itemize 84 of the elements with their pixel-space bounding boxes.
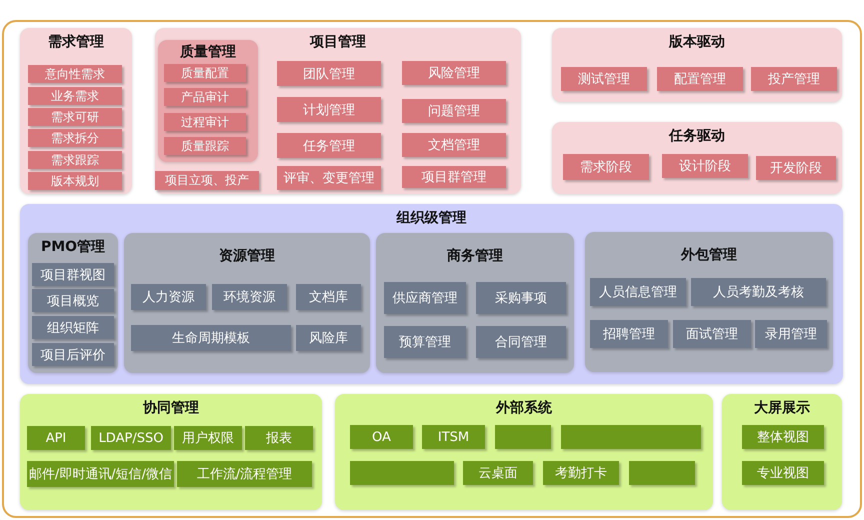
module-tile: 项目后评价	[32, 343, 114, 366]
module-panel	[158, 40, 258, 162]
module-tile: 设计阶段	[662, 154, 748, 178]
panel-heading: 组织级管理	[395, 209, 468, 227]
module-panel	[20, 204, 843, 384]
module-tile: 文档管理	[402, 133, 506, 157]
module-panel	[552, 122, 842, 194]
module-tile: 风险库	[296, 325, 361, 351]
module-tile	[561, 425, 701, 449]
module-tile	[629, 461, 695, 485]
module-tile	[495, 425, 551, 449]
module-tile: 人员考勤及考核	[691, 278, 826, 306]
module-panel	[124, 233, 370, 373]
module-tile: 质量配置	[164, 64, 246, 82]
module-panel	[20, 394, 322, 510]
module-tile: 测试管理	[561, 67, 647, 91]
module-tile: 招聘管理	[590, 320, 668, 348]
module-tile: 项目群视图	[32, 263, 114, 286]
module-panel	[20, 28, 132, 194]
module-tile: 需求拆分	[28, 129, 122, 147]
module-tile: 人力资源	[131, 284, 206, 310]
panel-heading: 协同管理	[142, 399, 200, 417]
module-tile: 用户权限	[174, 426, 242, 450]
module-tile: 需求可研	[28, 108, 122, 126]
panel-heading: 版本驱动	[668, 33, 726, 51]
panel-heading: 大屏展示	[753, 399, 811, 417]
module-panel	[722, 394, 842, 510]
module-panel	[335, 394, 713, 510]
module-panel	[585, 232, 833, 372]
module-tile: LDAP/SSO	[91, 426, 171, 450]
module-tile: 版本规划	[28, 172, 122, 190]
module-tile: 项目立项、投产	[155, 171, 259, 190]
module-tile: 邮件/即时通讯/短信/微信	[27, 461, 174, 487]
module-tile: 供应商管理	[384, 282, 466, 314]
module-tile: 预算管理	[384, 326, 466, 358]
module-tile: 合同管理	[476, 326, 566, 358]
module-tile: 面试管理	[673, 320, 751, 348]
module-tile: 计划管理	[277, 97, 381, 122]
module-panel	[155, 28, 521, 194]
panel-heading: 资源管理	[218, 247, 276, 265]
panel-heading: PMO管理	[40, 238, 106, 256]
module-tile: 项目群管理	[402, 166, 506, 188]
module-tile: 质量跟踪	[164, 137, 246, 155]
panel-heading: 需求管理	[47, 33, 105, 51]
module-panel	[28, 233, 118, 373]
module-tile: 工作流/流程管理	[177, 461, 312, 487]
module-tile: 评审、变更管理	[277, 166, 381, 190]
module-tile: 需求跟踪	[28, 151, 122, 169]
panel-heading: 商务管理	[446, 247, 504, 265]
module-tile: 整体视图	[742, 425, 824, 449]
panel-heading: 质量管理	[179, 43, 237, 61]
module-tile: 组织矩阵	[32, 316, 114, 339]
module-tile: 云桌面	[463, 461, 533, 485]
module-tile: 环境资源	[212, 284, 287, 310]
module-tile: 风险管理	[402, 61, 506, 85]
module-panel	[552, 28, 842, 102]
module-tile: 配置管理	[657, 67, 743, 91]
module-tile: 团队管理	[277, 61, 381, 86]
module-tile	[350, 461, 454, 485]
module-tile: 文档库	[296, 284, 361, 310]
module-tile: 考勤打卡	[543, 461, 619, 485]
module-tile: 意向性需求	[28, 65, 122, 83]
module-tile: 过程审计	[164, 113, 246, 131]
module-tile: 专业视图	[742, 461, 824, 485]
module-tile: 产品审计	[164, 88, 246, 106]
module-tile: 人员信息管理	[590, 278, 686, 306]
module-tile: 任务管理	[277, 133, 381, 158]
module-tile: 开发阶段	[756, 156, 836, 180]
module-tile: 报表	[245, 426, 313, 450]
module-panel	[376, 233, 574, 373]
panel-heading: 外部系统	[494, 399, 553, 417]
module-tile: 需求阶段	[563, 154, 649, 180]
module-tile: 采购事项	[476, 282, 566, 314]
module-tile: 生命周期模板	[131, 325, 291, 351]
module-tile: API	[27, 426, 85, 450]
module-tile: 投产管理	[751, 67, 837, 91]
module-tile: 问题管理	[402, 99, 506, 123]
module-tile: OA	[350, 425, 413, 449]
module-tile: ITSM	[422, 425, 485, 449]
module-tile: 项目概览	[32, 289, 114, 312]
module-tile: 录用管理	[755, 320, 827, 348]
panel-heading: 任务驱动	[668, 127, 726, 145]
module-tile: 业务需求	[28, 87, 122, 105]
panel-heading: 外包管理	[680, 246, 738, 264]
